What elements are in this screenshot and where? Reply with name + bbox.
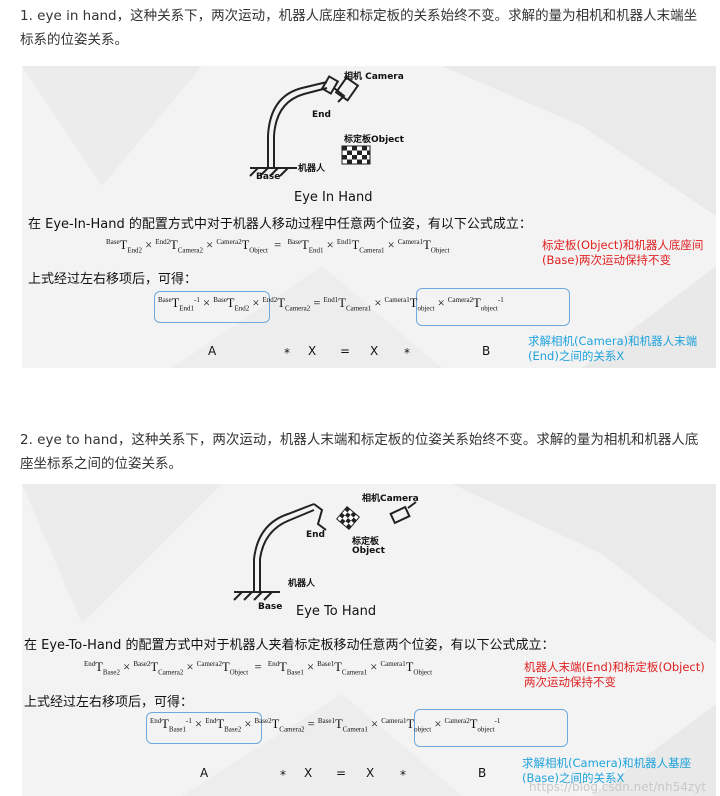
matrix-a-box xyxy=(154,291,270,323)
label-star-2: * xyxy=(404,346,410,360)
object-label: Object xyxy=(352,546,385,556)
constant-relation-note: 机器人末端(End)和标定板(Object)两次运动保持不变 xyxy=(524,660,705,689)
section1-intro: 1. eye in hand，这种关系下，两次运动，机器人底座和标定板的关系始终… xyxy=(20,8,698,48)
solve-x-note: 求解相机(Camera)和机器人基座(Base)之间的关系X xyxy=(522,756,692,785)
figure-caption: Eye In Hand xyxy=(294,190,373,205)
end-label: End xyxy=(306,530,325,540)
calibration-board-drawing xyxy=(336,506,360,530)
calibration-board-drawing xyxy=(341,145,371,165)
label-x-2: X xyxy=(370,344,379,358)
label-x-2: X xyxy=(366,766,375,780)
eye-to-hand-figure: 相机Camera 标定板 Object End 机器人 Base Eye To … xyxy=(22,484,716,796)
watermark: https://blog.csdn.net/nh54zyt xyxy=(529,780,706,794)
section2-intro: 2. eye to hand，这种关系下，两次运动，机器人末端和标定板的位姿关系… xyxy=(20,432,699,472)
label-b: B xyxy=(482,344,491,358)
label-a: A xyxy=(200,766,209,780)
eye-in-hand-figure: 相机 Camera End 标定板Object 机器人 Base Eye In … xyxy=(22,66,716,368)
label-equals: = xyxy=(336,766,347,780)
label-equals: = xyxy=(340,344,351,358)
robot-arm-drawing xyxy=(233,501,417,601)
matrix-b-box xyxy=(414,709,568,747)
camera-label: 相机 Camera xyxy=(344,72,404,82)
object-label: 标定板Object xyxy=(344,135,404,145)
label-x-1: X xyxy=(308,344,317,358)
rearrange-text: 上式经过左右移项后，可得： xyxy=(24,695,194,710)
base-label: Base xyxy=(258,602,283,612)
formula-intro: 在 Eye-To-Hand 的配置方式中对于机器人夹着标定板移动任意两个位姿，有… xyxy=(24,638,555,653)
object-cn-label: 标定板 xyxy=(352,537,380,547)
camera-label: 相机Camera xyxy=(362,494,419,504)
label-star-1: * xyxy=(284,346,290,360)
label-star-2: * xyxy=(400,768,406,782)
rearrange-text: 上式经过左右移项后，可得： xyxy=(28,272,198,287)
equation-2: BaseTEnd1-1 × BaseTEnd2 × End2TCamera2 =… xyxy=(158,296,504,313)
end-label: End xyxy=(312,110,331,120)
label-b: B xyxy=(478,766,487,780)
matrix-b-box xyxy=(416,288,570,326)
solve-x-note: 求解相机(Camera)和机器人末端(End)之间的关系X xyxy=(528,334,698,363)
robot-label: 机器人 xyxy=(288,579,316,589)
label-x-1: X xyxy=(304,766,313,780)
equation-1: EndTBase2 × Base2TCamera2 × Camera2TObje… xyxy=(84,660,433,677)
formula-intro: 在 Eye-In-Hand 的配置方式中对于机器人移动过程中任意两个位姿，有以下… xyxy=(28,217,532,232)
eye-to-hand-background xyxy=(22,484,716,796)
base-label: Base xyxy=(256,172,281,182)
equation-1: BaseTEnd2 × End2TCamera2 × Camera2TObjec… xyxy=(106,238,450,255)
equation-2: EndTBase1-1 × EndTBase2 × Base2TCamera2 … xyxy=(150,717,501,734)
figure-caption: Eye To Hand xyxy=(296,604,377,619)
label-star-1: * xyxy=(280,768,286,782)
matrix-a-box xyxy=(146,712,262,744)
eye-in-hand-background xyxy=(22,66,716,368)
robot-label: 机器人 xyxy=(298,164,326,174)
robot-arm-drawing xyxy=(249,75,360,177)
constant-relation-note: 标定板(Object)和机器人底座间(Base)两次运动保持不变 xyxy=(542,238,704,267)
label-a: A xyxy=(208,344,217,358)
